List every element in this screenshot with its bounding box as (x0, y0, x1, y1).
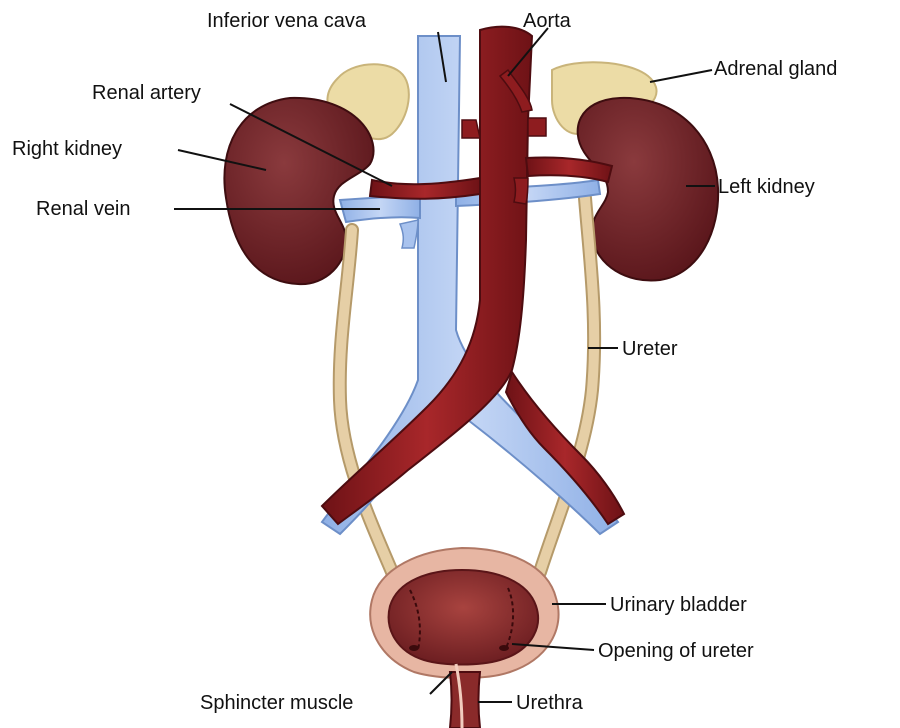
label-left-kidney: Left kidney (718, 176, 815, 198)
label-renal-artery: Renal artery (92, 82, 201, 104)
label-sphincter-muscle: Sphincter muscle (200, 692, 353, 714)
urethra-tube (450, 672, 480, 728)
ureter-opening-right (499, 645, 509, 651)
label-aorta: Aorta (523, 10, 571, 32)
label-ureter: Ureter (622, 338, 678, 360)
ureter-opening-left (409, 645, 419, 651)
label-urethra: Urethra (516, 692, 583, 714)
label-right-kidney: Right kidney (12, 138, 122, 160)
label-inferior-vena-cava: Inferior vena cava (207, 10, 366, 32)
label-opening-of-ureter: Opening of ureter (598, 640, 754, 662)
label-urinary-bladder: Urinary bladder (610, 594, 747, 616)
label-adrenal-gland: Adrenal gland (714, 58, 837, 80)
label-renal-vein: Renal vein (36, 198, 131, 220)
